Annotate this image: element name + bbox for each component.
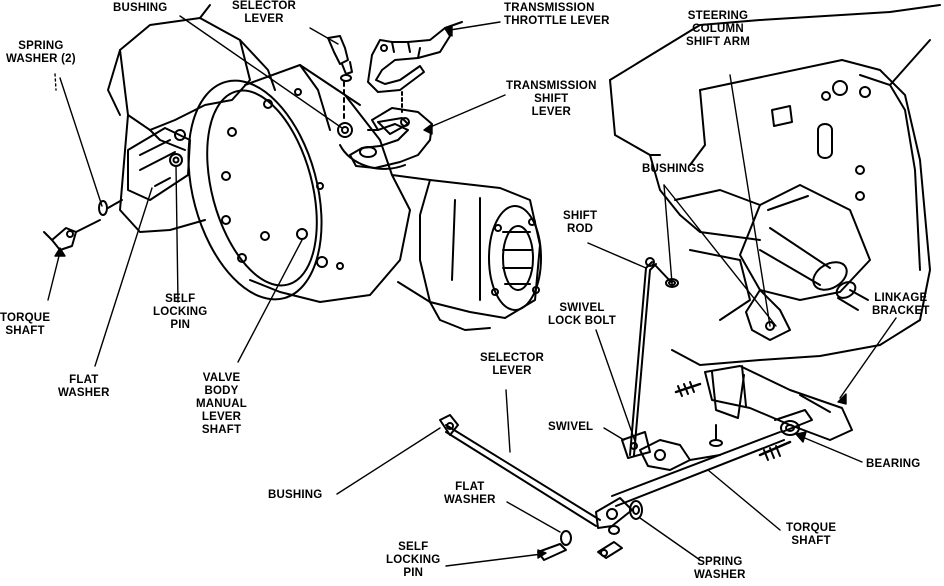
label-selector-lever-top: SELECTOR LEVER [232, 0, 297, 25]
label-selector-lever-bottom: SELECTOR LEVER [480, 352, 545, 377]
torque-shaft-left-end [43, 199, 123, 251]
label-torque-shaft-left: TORQUE SHAFT [0, 312, 51, 337]
label-bearing: BEARING [866, 458, 921, 470]
label-steering-column-shift-arm: STEERING COLUMN SHIFT ARM [686, 10, 750, 48]
transmission-shift-lever [349, 107, 433, 169]
transmission-case [107, 4, 542, 331]
label-flat-washer-left: FLAT WASHER [58, 374, 110, 399]
label-torque-shaft-right: TORQUE SHAFT [786, 522, 837, 547]
bearing-part [774, 409, 813, 436]
top-selector-lever [327, 35, 353, 121]
label-bushings: BUSHINGS [642, 163, 705, 175]
lower-selector-lever [439, 414, 643, 529]
label-bushing-bottom: BUSHING [268, 489, 323, 501]
label-self-locking-pin-bottom: SELF LOCKING PIN [386, 541, 441, 579]
label-spring-washer-bottom: SPRING WASHER [694, 556, 746, 581]
label-transmission-shift-lever: TRANSMISSION SHIFT LEVER [506, 80, 597, 118]
linkage-bracket [674, 365, 853, 461]
label-bushing-top: BUSHING [113, 2, 168, 14]
steering-column-area [609, 4, 941, 366]
lower-fasteners [537, 525, 623, 561]
torque-shaft-lower [611, 431, 785, 507]
label-swivel-lock-bolt: SWIVEL LOCK BOLT [548, 302, 617, 327]
throttle-lever [367, 21, 463, 113]
left-mount-bracket [127, 127, 191, 201]
label-shift-rod: SHIFT ROD [563, 210, 598, 235]
label-linkage-bracket: LINKAGE BRACKET [872, 292, 930, 317]
label-flat-washer-bottom: FLAT WASHER [444, 481, 496, 506]
label-spring-washer-left: SPRING WASHER (2) [6, 40, 76, 65]
label-transmission-throttle-lever: TRANSMISSION THROTTLE LEVER [504, 2, 610, 27]
label-self-locking-pin-mid: SELF LOCKING PIN [153, 293, 208, 331]
label-valve-body-manual-lever-shaft: VALVE BODY MANUAL LEVER SHAFT [196, 372, 248, 436]
label-swivel: SWIVEL [548, 421, 594, 433]
leader-lines [47, 15, 897, 567]
shift-rod [629, 257, 673, 456]
